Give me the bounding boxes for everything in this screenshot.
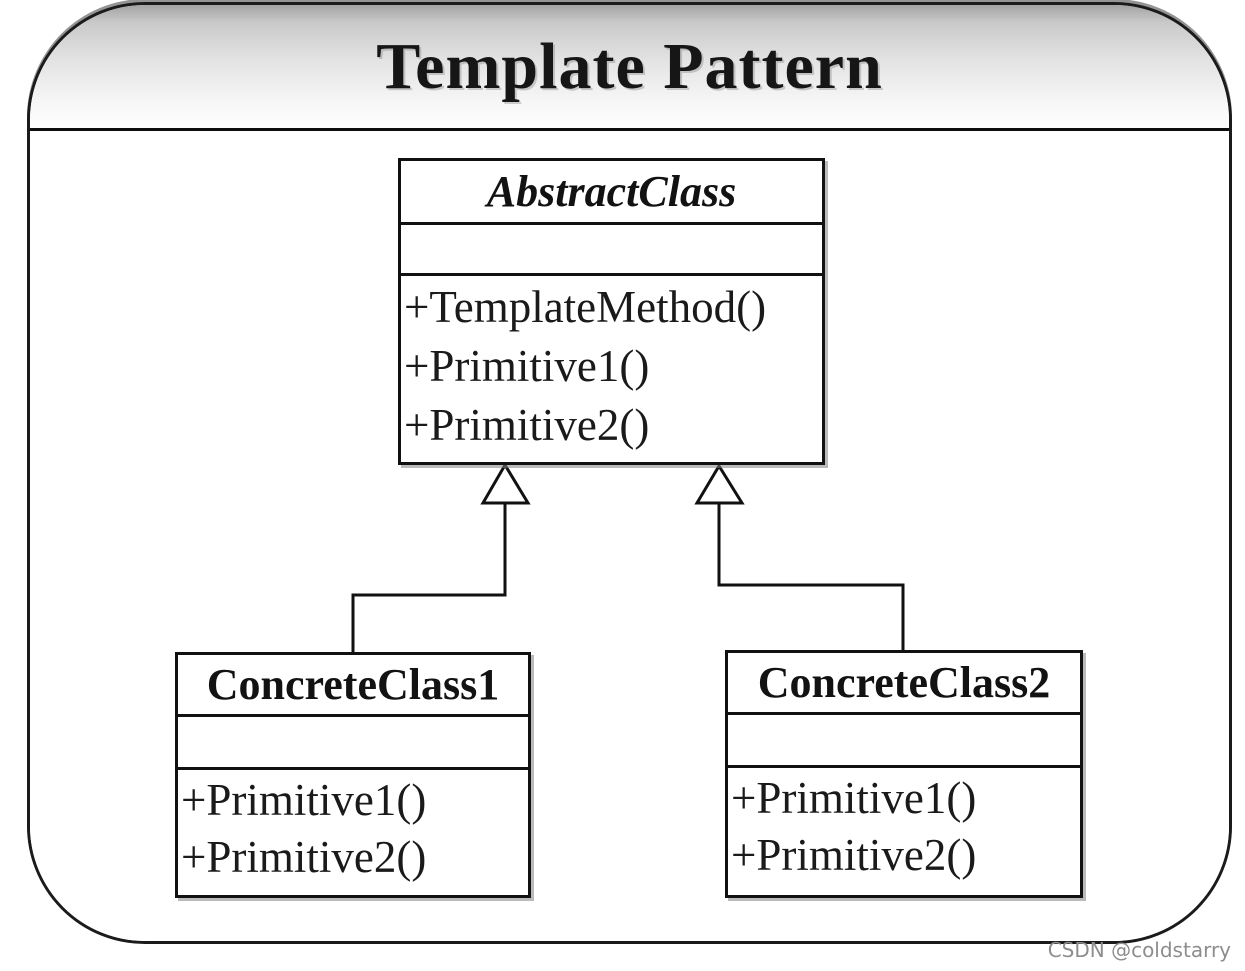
class-box-concreteclass1: ConcreteClass1 +Primitive1() +Primitive2…	[175, 652, 531, 898]
class-box-concreteclass2: ConcreteClass2 +Primitive1() +Primitive2…	[725, 650, 1083, 898]
class-name: AbstractClass	[401, 161, 822, 225]
watermark: CSDN @coldstarry	[1047, 938, 1231, 962]
class-name: ConcreteClass2	[728, 653, 1080, 715]
class-methods-compartment: +Primitive1() +Primitive2()	[728, 768, 1080, 895]
class-attributes-compartment	[178, 717, 528, 770]
class-method: +Primitive2()	[731, 830, 977, 880]
class-attributes-compartment	[728, 715, 1080, 768]
class-method: +Primitive2()	[181, 832, 427, 882]
class-attributes-compartment	[401, 225, 822, 276]
class-method: +TemplateMethod()	[404, 282, 767, 332]
diagram-title-header: Template Pattern	[30, 5, 1229, 131]
class-box-abstractclass: AbstractClass +TemplateMethod() +Primiti…	[398, 158, 825, 465]
class-method: +Primitive2()	[404, 400, 650, 450]
class-methods-compartment: +TemplateMethod() +Primitive1() +Primiti…	[401, 276, 822, 462]
diagram-title: Template Pattern	[376, 29, 883, 103]
class-method: +Primitive1()	[181, 775, 427, 825]
class-method: +Primitive1()	[404, 341, 650, 391]
class-method: +Primitive1()	[731, 773, 977, 823]
class-name: ConcreteClass1	[178, 655, 528, 717]
class-methods-compartment: +Primitive1() +Primitive2()	[178, 770, 528, 895]
